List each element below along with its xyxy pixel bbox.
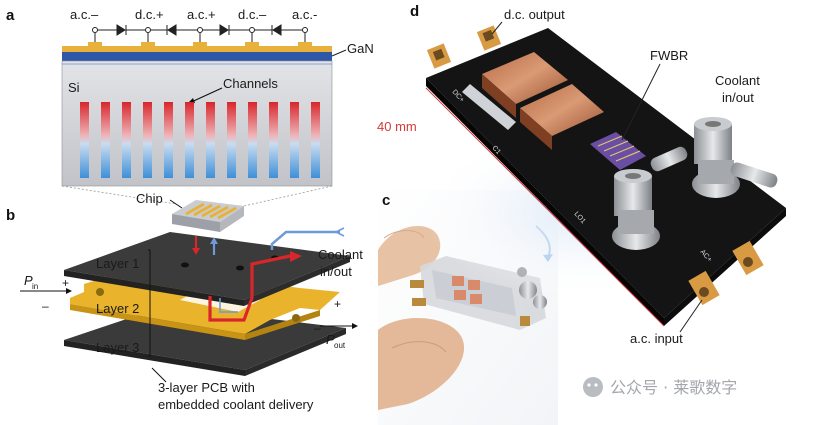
finger-top	[378, 225, 441, 286]
contact-pads	[88, 42, 312, 47]
microchannel	[101, 102, 110, 178]
svg-text:out: out	[334, 341, 346, 350]
layer-3-label: Layer 3	[96, 340, 139, 355]
watermark-text: 公众号 · 莱歌数字	[610, 378, 737, 397]
microchannel	[164, 102, 173, 178]
microchannel	[143, 102, 152, 178]
pcb-caption-line1: 3-layer PCB with	[158, 380, 255, 395]
pcb-layer-1	[64, 232, 350, 300]
circuit-labels: a.c.– d.c.+ a.c.+ d.c.– a.c.-	[70, 7, 317, 22]
mini-tabs	[410, 280, 530, 326]
ac-input-label: a.c. input	[630, 331, 683, 346]
gan-label: GaN	[347, 41, 374, 56]
coolant-fitting-1	[612, 169, 660, 250]
gan-layer	[62, 52, 332, 61]
metal-contacts	[62, 46, 332, 52]
coolant-flow-red	[208, 254, 291, 322]
circuit-label-ac-plus: a.c.+	[187, 7, 216, 22]
svg-text:in: in	[32, 282, 38, 291]
mini-copper-pads	[452, 276, 482, 304]
watermark: 公众号 · 莱歌数字	[583, 377, 737, 397]
chip-label: Chip	[136, 191, 163, 206]
microchannel	[248, 102, 257, 178]
scale-line	[425, 87, 665, 327]
microchannel	[227, 102, 236, 178]
pcb-layer-3	[64, 306, 346, 370]
microchannel	[185, 102, 194, 178]
panel-letter-a: a	[6, 7, 15, 24]
finger-bottom	[378, 318, 465, 410]
fwbr-label: FWBR	[650, 48, 688, 63]
panel-b: b Layer 1 Layer 2 Layer 3	[6, 191, 363, 412]
diode-icon	[116, 24, 282, 36]
svg-text:+: +	[62, 276, 69, 290]
circuit-label-dc-plus: d.c.+	[135, 7, 164, 22]
diode-circuit	[92, 24, 308, 44]
microchannels	[80, 102, 320, 178]
svg-text:P: P	[326, 332, 335, 347]
microchannel	[206, 102, 215, 178]
circuit-label-ac-minus-2: a.c.-	[292, 7, 317, 22]
circuit-label-ac-minus: a.c.–	[70, 7, 99, 22]
fwbr-chip	[590, 132, 646, 170]
si-label: Si	[68, 80, 80, 95]
power-in: P in + –	[20, 273, 72, 313]
chip-fingers	[185, 202, 237, 220]
panel-d: d 40 mm d.c. output	[377, 3, 786, 346]
power-out: + – P out	[314, 297, 358, 350]
microchannel	[311, 102, 320, 178]
svg-text:P: P	[24, 273, 33, 288]
coolant-d-line2: in/out	[722, 90, 754, 105]
panel-letter-c: c	[382, 192, 390, 209]
pcb-caption-line2: embedded coolant delivery	[158, 397, 314, 412]
coolant-fitting-2	[692, 117, 778, 198]
microchannel	[269, 102, 278, 178]
coolant-label-line1: Coolant	[318, 247, 363, 262]
svg-text:C1: C1	[491, 145, 502, 156]
svg-text:–: –	[42, 299, 49, 313]
microchannel	[122, 102, 131, 178]
panel-letter-b: b	[6, 207, 15, 224]
wechat-icon	[583, 377, 603, 397]
panel-letter-d: d	[410, 3, 419, 20]
panel-a: a a.c.– d.c.+ a.c.+ d.c.– a.c.-	[6, 7, 374, 207]
dc-output-label: d.c. output	[504, 7, 565, 22]
svg-text:+: +	[334, 297, 341, 311]
coolant-flow-blue	[270, 230, 340, 250]
channels-label: Channels	[223, 76, 278, 91]
layer-2-label: Layer 2	[96, 301, 139, 316]
coolant-label-line2: in/out	[320, 264, 352, 279]
circuit-label-dc-minus: d.c.–	[238, 7, 267, 22]
scale-label: 40 mm	[377, 119, 417, 134]
coolant-d-line1: Coolant	[715, 73, 760, 88]
layer-1-label: Layer 1	[96, 256, 139, 271]
microchannel	[80, 102, 89, 178]
svg-text:–: –	[314, 321, 321, 335]
copper-capacitors	[462, 52, 604, 150]
microchannel	[290, 102, 299, 178]
